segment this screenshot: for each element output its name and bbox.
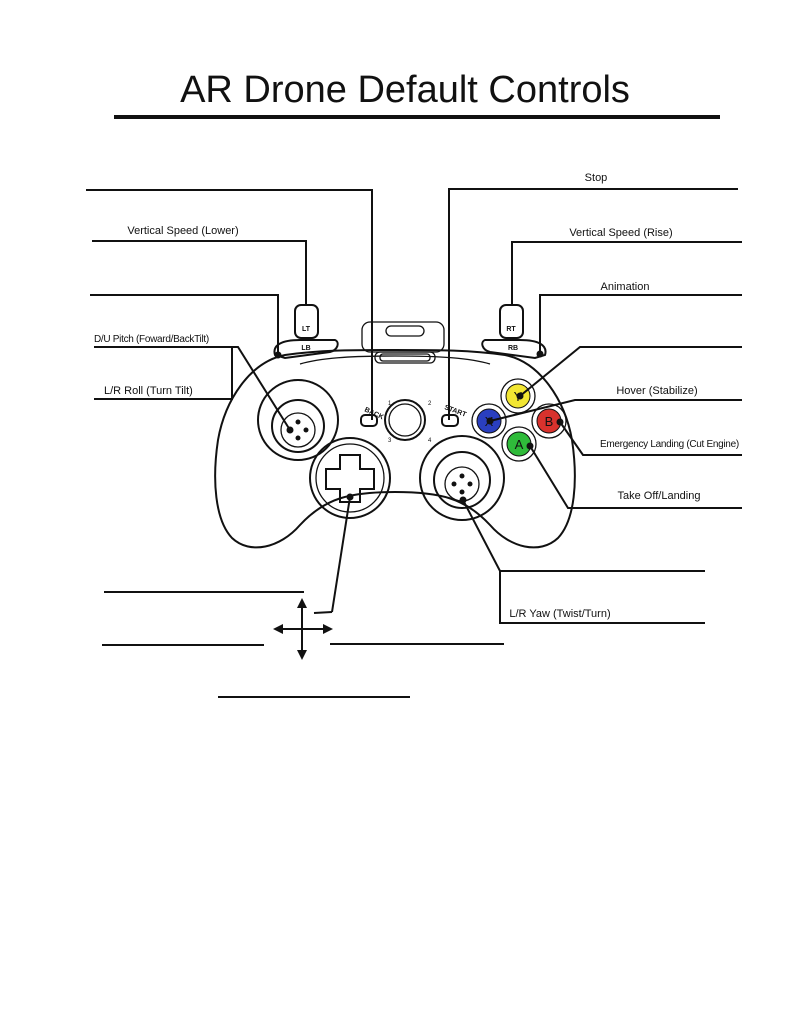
controller-body (214, 321, 576, 549)
label-stop: Stop (585, 172, 608, 184)
b-button[interactable]: B (531, 403, 567, 439)
left-trigger[interactable]: LT (294, 304, 319, 339)
callout-lines (86, 188, 742, 698)
left-bumper[interactable]: LB (273, 339, 339, 360)
player-indicator-4: 4 (428, 438, 432, 444)
player-indicator-2: 2 (428, 401, 432, 407)
label-lr-roll: L/R Roll (Turn Tilt) (104, 385, 193, 397)
a-letter: A (515, 437, 524, 452)
start-label: START (443, 404, 468, 419)
label-vertical-speed-lower: Vertical Speed (Lower) (127, 225, 238, 237)
d-pad[interactable] (309, 437, 391, 519)
lt-label: LT (302, 326, 311, 333)
player-indicator-3: 3 (388, 438, 392, 444)
label-animation: Animation (601, 281, 650, 293)
right-trigger[interactable]: RT (499, 304, 524, 339)
label-lr-yaw: L/R Yaw (Twist/Turn) (509, 608, 610, 620)
label-emergency-landing: Emergency Landing (Cut Engine) (600, 439, 739, 450)
player-indicator-1: 1 (388, 401, 392, 407)
lb-label: LB (301, 345, 310, 352)
a-button[interactable]: A (501, 426, 537, 462)
b-letter: B (545, 414, 554, 429)
label-take-off-landing: Take Off/Landing (618, 490, 701, 502)
label-vertical-speed-rise: Vertical Speed (Rise) (569, 227, 672, 239)
right-analog-stick[interactable] (419, 435, 505, 521)
right-bumper[interactable]: RB (481, 339, 547, 360)
label-hover: Hover (Stabilize) (616, 385, 697, 397)
rt-label: RT (506, 326, 516, 333)
page-title: AR Drone Default Controls (180, 69, 630, 111)
rb-label: RB (508, 345, 518, 352)
left-analog-stick[interactable] (257, 379, 339, 461)
four-way-arrow-icon (273, 598, 333, 660)
label-du-pitch: D/U Pitch (Foward/BackTilt) (94, 334, 209, 345)
guide-button[interactable] (384, 399, 426, 441)
start-button[interactable]: START (441, 404, 468, 427)
back-label: BACK (363, 406, 384, 421)
